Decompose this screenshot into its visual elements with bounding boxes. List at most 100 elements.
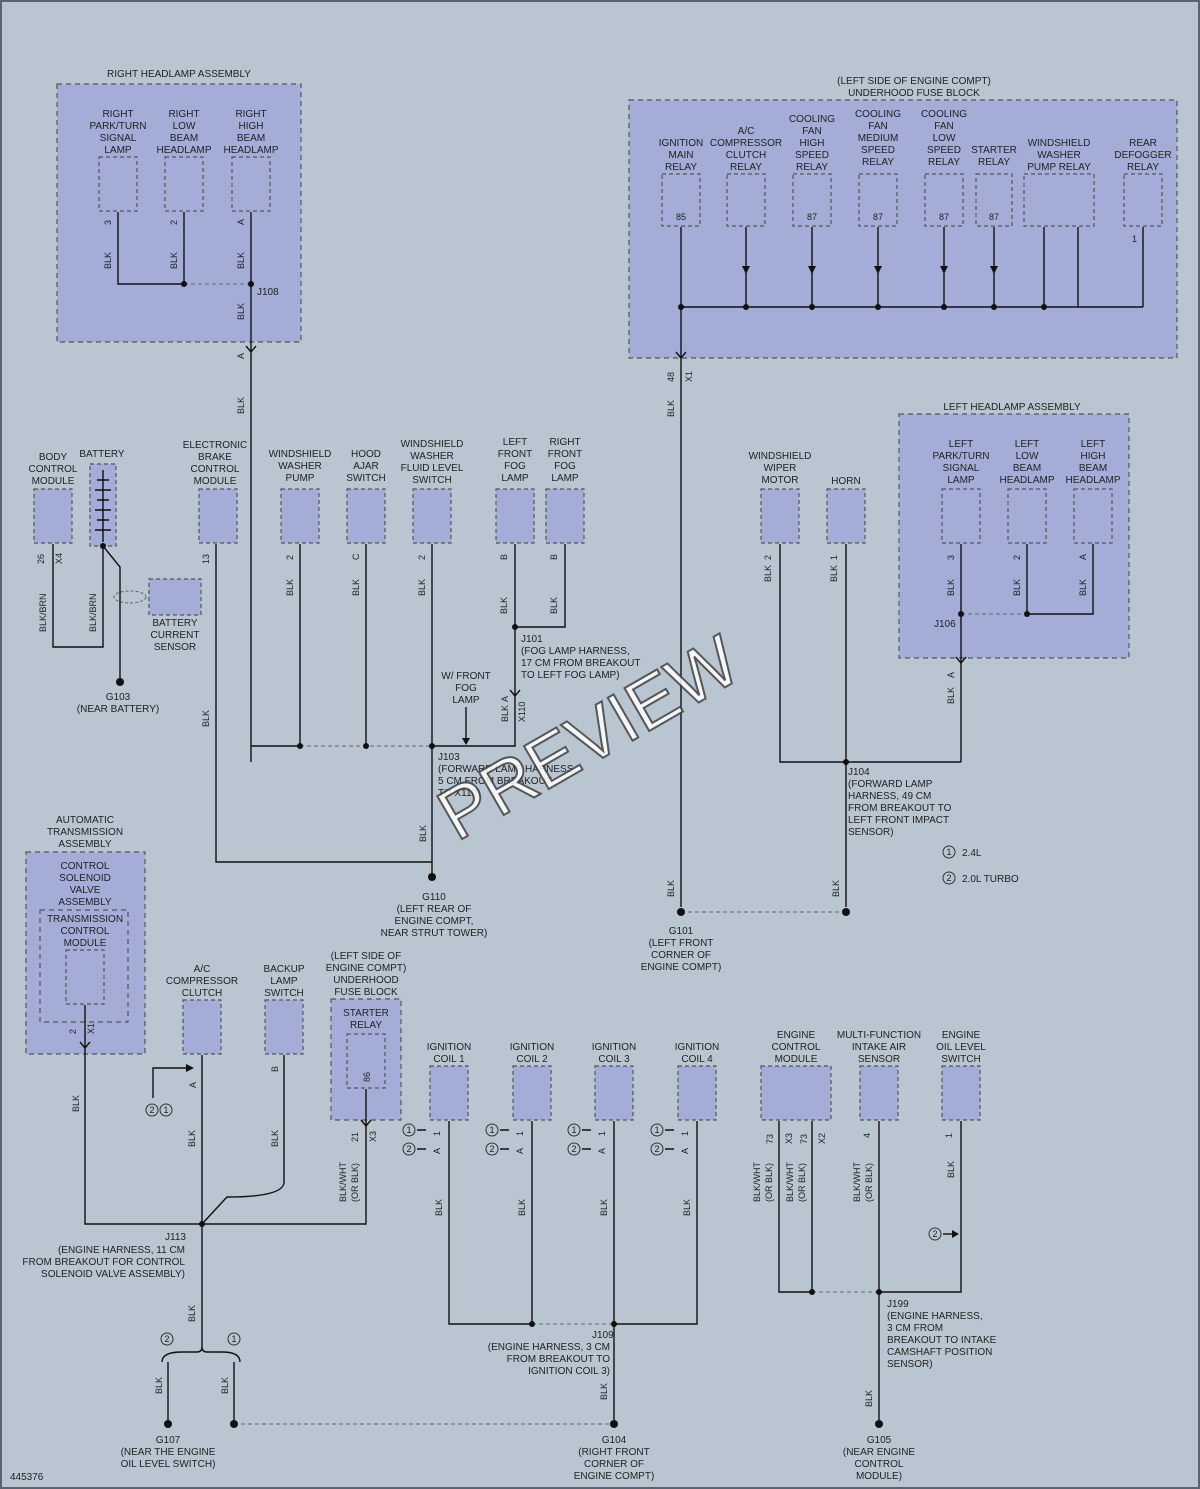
svg-text:(RIGHT FRONT: (RIGHT FRONT [578, 1447, 649, 1458]
svg-text:TRANSMISSION: TRANSMISSION [47, 914, 123, 925]
svg-text:LAMP: LAMP [104, 145, 132, 156]
svg-text:IGNITION: IGNITION [675, 1042, 719, 1053]
svg-text:B: B [549, 554, 559, 560]
svg-text:LOW: LOW [933, 133, 956, 144]
svg-text:FOG: FOG [554, 461, 576, 472]
svg-text:BLK: BLK [270, 1130, 280, 1147]
svg-text:COOLING: COOLING [789, 114, 835, 125]
windshield-wiper-motor: WINDSHIELD WIPER MOTOR 2 BLK [749, 451, 812, 582]
svg-text:FROM BREAKOUT TO: FROM BREAKOUT TO [848, 803, 952, 814]
svg-text:SENSOR): SENSOR) [887, 1359, 933, 1370]
svg-text:1: 1 [597, 1131, 607, 1136]
svg-text:87: 87 [939, 212, 949, 222]
svg-text:ELECTRONIC: ELECTRONIC [183, 440, 247, 451]
svg-text:(OR BLK): (OR BLK) [797, 1163, 807, 1202]
svg-text:A/C: A/C [194, 964, 211, 975]
svg-text:SENSOR: SENSOR [858, 1054, 900, 1065]
svg-text:(OR BLK): (OR BLK) [764, 1163, 774, 1202]
svg-text:HIGH: HIGH [239, 121, 264, 132]
svg-text:WASHER: WASHER [1037, 150, 1081, 161]
svg-text:2: 2 [149, 1105, 154, 1115]
ground-g101: G101 (LEFT FRONT CORNER OF ENGINE COMPT) [641, 908, 850, 973]
svg-text:1: 1 [944, 1133, 954, 1138]
svg-text:2: 2 [654, 1144, 659, 1154]
cooling-fan-high-speed-relay: COOLING FAN HIGH SPEED RELAY 87 [789, 114, 835, 227]
svg-text:HARNESS, 49 CM: HARNESS, 49 CM [848, 791, 931, 802]
svg-text:AUTOMATIC: AUTOMATIC [56, 815, 114, 826]
svg-text:SWITCH: SWITCH [346, 473, 385, 484]
svg-text:CLUTCH: CLUTCH [726, 150, 767, 161]
svg-text:LOW: LOW [1016, 451, 1039, 462]
svg-text:RELAY: RELAY [928, 157, 960, 168]
svg-text:X4: X4 [54, 553, 64, 564]
svg-text:LAMP: LAMP [947, 475, 975, 486]
splice-j199: J199 [887, 1299, 909, 1310]
svg-text:RELAY: RELAY [730, 162, 762, 173]
svg-text:BLK/WHT: BLK/WHT [338, 1161, 348, 1202]
svg-text:BLK/BRN: BLK/BRN [88, 593, 98, 632]
svg-text:LAMP: LAMP [501, 473, 529, 484]
svg-text:2: 2 [285, 555, 295, 560]
svg-text:BLK: BLK [946, 1161, 956, 1178]
svg-text:HIGH: HIGH [1081, 451, 1106, 462]
fuse-block-top-title-2: UNDERHOOD FUSE BLOCK [848, 88, 980, 99]
svg-text:1: 1 [489, 1125, 494, 1135]
svg-text:G103: G103 [106, 692, 131, 703]
svg-text:WASHER: WASHER [278, 461, 322, 472]
svg-text:CONTROL: CONTROL [61, 926, 110, 937]
svg-text:BLK: BLK [666, 880, 676, 897]
right-front-fog-lamp: RIGHT FRONT FOG LAMP B BLK [545, 437, 585, 614]
svg-text:BLK: BLK [169, 252, 179, 269]
svg-text:MODULE: MODULE [194, 476, 237, 487]
svg-text:2: 2 [1012, 555, 1022, 560]
coil-option-markers: 1 2 1 A 1 2 1 A 1 2 1 A 1 2 1 A [402, 1123, 690, 1156]
svg-text:ENGINE: ENGINE [942, 1030, 981, 1041]
svg-text:FRONT: FRONT [498, 449, 532, 460]
svg-text:(LEFT SIDE OF: (LEFT SIDE OF [331, 951, 401, 962]
svg-text:5 CM FROM BREAKOUT: 5 CM FROM BREAKOUT [438, 776, 552, 787]
right-headlamp-assembly-title: RIGHT HEADLAMP ASSEMBLY [107, 69, 251, 80]
svg-text:BLK/WHT: BLK/WHT [752, 1161, 762, 1202]
svg-text:BLK/WHT: BLK/WHT [785, 1161, 795, 1202]
svg-text:FRONT: FRONT [548, 449, 582, 460]
svg-text:(NEAR THE ENGINE: (NEAR THE ENGINE [121, 1447, 216, 1458]
svg-text:BLK: BLK [236, 397, 246, 414]
ignition-coil-1: IGNITION COIL 1 BLK [427, 1042, 471, 1216]
svg-text:CONTROL: CONTROL [772, 1042, 821, 1053]
svg-text:FROM BREAKOUT FOR CONTROL: FROM BREAKOUT FOR CONTROL [22, 1257, 185, 1268]
ignition-coil-3: IGNITION COIL 3 BLK [592, 1042, 636, 1216]
svg-text:ASSEMBLY: ASSEMBLY [58, 839, 111, 850]
svg-text:73: 73 [765, 1134, 775, 1144]
svg-text:MODULE): MODULE) [856, 1471, 902, 1482]
multi-function-intake-air-sensor: MULTI-FUNCTION INTAKE AIR SENSOR 4 BLK/W… [837, 1030, 921, 1202]
svg-text:AJAR: AJAR [353, 461, 379, 472]
svg-text:PARK/TURN: PARK/TURN [932, 451, 989, 462]
svg-text:FAN: FAN [934, 121, 953, 132]
svg-text:BLK: BLK [1012, 579, 1022, 596]
svg-text:BLK: BLK [500, 705, 510, 722]
svg-text:RELAY: RELAY [796, 162, 828, 173]
svg-text:BLK: BLK [201, 710, 211, 727]
svg-text:3: 3 [103, 220, 113, 225]
svg-text:RIGHT: RIGHT [168, 109, 199, 120]
svg-text:2: 2 [406, 1144, 411, 1154]
ac-compressor-clutch: A/C COMPRESSOR CLUTCH A BLK [166, 964, 238, 1147]
svg-text:CLUTCH: CLUTCH [182, 988, 223, 999]
ground-g110: G110 (LEFT REAR OF ENGINE COMPT, NEAR ST… [381, 873, 487, 939]
svg-text:IGNITION: IGNITION [427, 1042, 471, 1053]
svg-text:X1: X1 [86, 1023, 96, 1034]
svg-text:17 CM FROM BREAKOUT: 17 CM FROM BREAKOUT [521, 658, 640, 669]
svg-text:WINDSHIELD: WINDSHIELD [749, 451, 812, 462]
svg-text:(NEAR ENGINE: (NEAR ENGINE [843, 1447, 916, 1458]
svg-text:G110: G110 [422, 892, 446, 903]
hood-ajar-switch: HOOD AJAR SWITCH C BLK [346, 449, 385, 596]
svg-text:BLK: BLK [154, 1377, 164, 1394]
svg-text:A: A [188, 1082, 198, 1088]
svg-text:(FORWARD LAMP HARNESS,: (FORWARD LAMP HARNESS, [438, 764, 576, 775]
svg-text:SPEED: SPEED [861, 145, 895, 156]
ignition-main-relay: IGNITION MAIN RELAY 85 [659, 138, 703, 227]
svg-text:MODULE: MODULE [64, 938, 107, 949]
svg-text:COIL 1: COIL 1 [433, 1054, 465, 1065]
svg-text:CONTROL: CONTROL [29, 464, 78, 475]
svg-text:G104: G104 [602, 1435, 627, 1446]
